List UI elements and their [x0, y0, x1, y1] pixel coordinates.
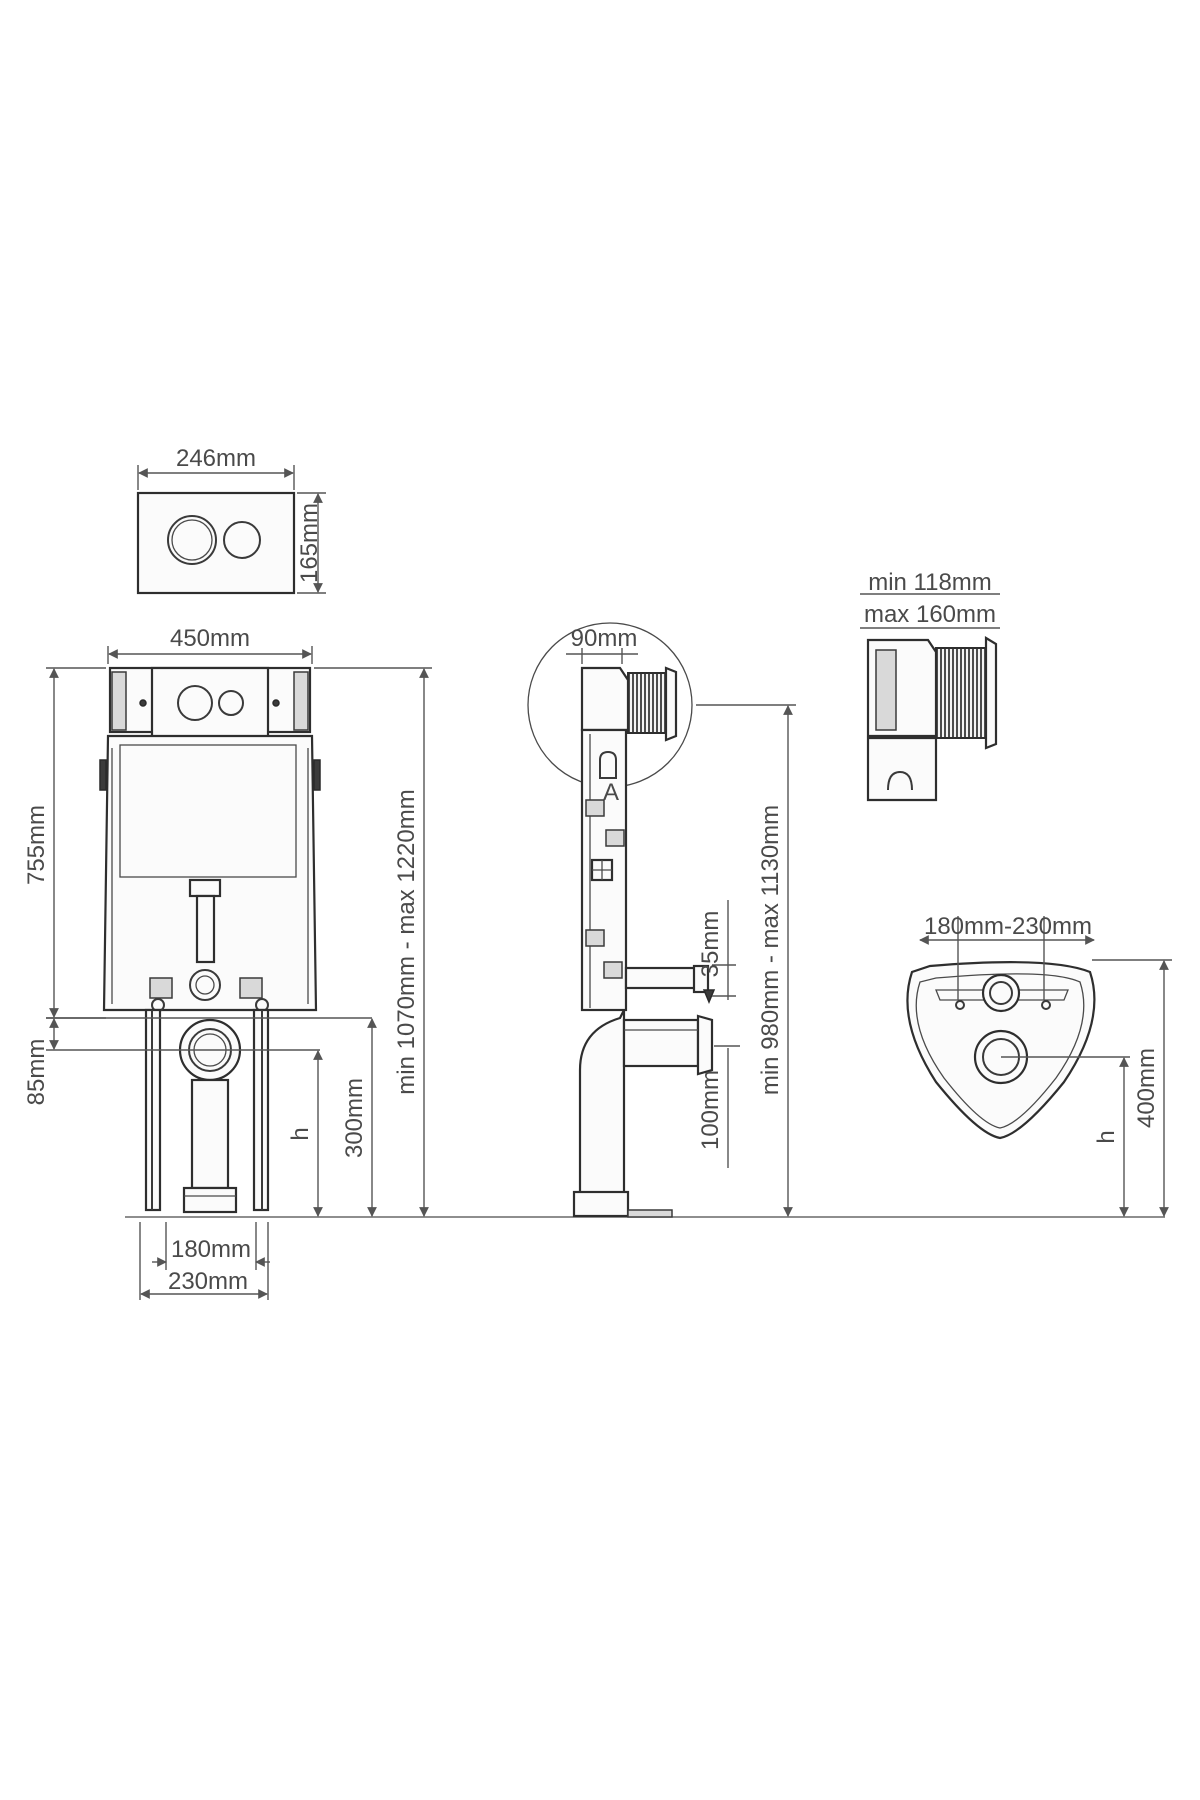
- bowl-h-dimension: h: [1001, 1056, 1130, 1217]
- inlet-offset-label: 35mm: [697, 911, 724, 978]
- button-max-label: max 160mm: [864, 601, 996, 628]
- button-dimension: min 118mm max 160mm: [860, 569, 1000, 629]
- outlet-height-label: 300mm: [341, 1078, 368, 1158]
- bowl-height-label: 400mm: [1133, 1048, 1160, 1128]
- cistern-height-label: 755mm: [23, 805, 50, 885]
- offset-85-dimension: 85mm: [23, 1017, 372, 1106]
- leg-230-dimension: 230mm: [139, 1222, 269, 1300]
- cistern-height-dimension: 755mm: [23, 667, 106, 1019]
- flush-plate: [136, 491, 296, 595]
- front-total-height-dimension: min 1070mm - max 1220mm: [314, 667, 432, 1217]
- front-h-label: h: [287, 1127, 314, 1140]
- detail-width-label: 90mm: [571, 625, 638, 652]
- plate-height-label: 165mm: [296, 503, 323, 583]
- bowl-h-label: h: [1093, 1130, 1120, 1143]
- front-width-label: 450mm: [170, 625, 250, 652]
- outlet-offset-label: 100mm: [697, 1070, 724, 1150]
- front-h-dimension: h: [287, 1050, 323, 1217]
- outlet-height-dimension: 300mm: [341, 1018, 377, 1217]
- side-total-height-label: min 980mm - max 1130mm: [757, 805, 784, 1095]
- detail-width-dimension: 90mm: [566, 625, 638, 664]
- button-detail: [866, 636, 998, 802]
- bolt-spacing-dimension: 180mm-230mm: [919, 913, 1095, 1000]
- plate-width-dimension: 246mm: [137, 445, 295, 490]
- side-total-height-dimension: min 980mm - max 1130mm: [696, 704, 796, 1217]
- front-frame: [99, 666, 321, 1214]
- leg-180-dimension: 180mm: [152, 1222, 270, 1270]
- bowl-height-dimension: 400mm: [1092, 959, 1172, 1217]
- side-marker-label: A: [603, 779, 619, 806]
- front-total-height-label: min 1070mm - max 1220mm: [393, 789, 420, 1094]
- leg-230-label: 230mm: [168, 1268, 248, 1295]
- toilet-bowl: [906, 961, 1096, 1140]
- bolt-spacing-label: 180mm-230mm: [924, 913, 1092, 940]
- side-frame: [527, 622, 716, 1218]
- offset-85-label: 85mm: [23, 1039, 50, 1106]
- plate-height-dimension: 165mm: [296, 492, 326, 594]
- inlet-offset-dimension: 35mm: [697, 900, 736, 1000]
- leg-180-label: 180mm: [171, 1236, 251, 1263]
- outlet-offset-dimension: 100mm: [697, 1045, 740, 1168]
- plate-width-label: 246mm: [176, 445, 256, 472]
- front-width-dimension: 450mm: [107, 625, 313, 664]
- button-min-label: min 118mm: [868, 569, 992, 596]
